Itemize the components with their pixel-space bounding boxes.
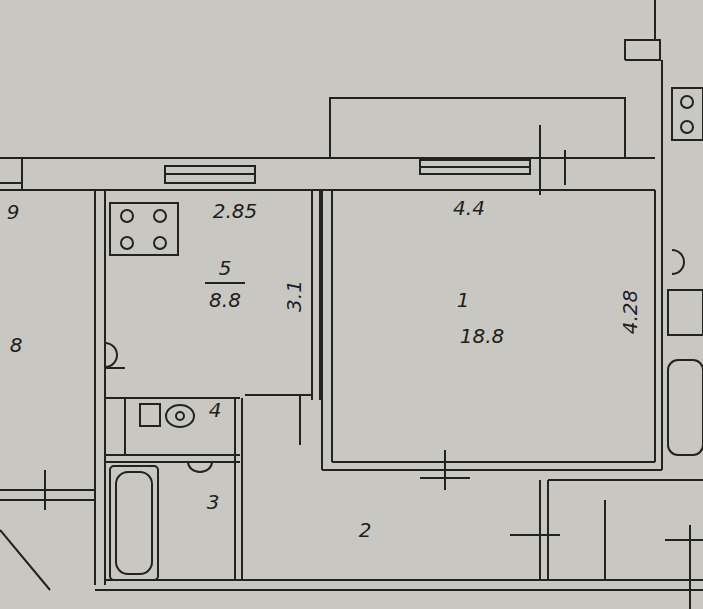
room-number: 1 — [457, 290, 470, 310]
dimension-label: 4.28 — [620, 290, 640, 335]
room-number: 8 — [10, 335, 23, 355]
room-number: 3 — [207, 492, 220, 512]
room-number: 9 — [7, 202, 20, 222]
room-number: 2 — [359, 520, 372, 540]
area-label: 8.8 — [209, 290, 241, 310]
dimension-label: 3.1 — [284, 280, 304, 312]
room-number: 5 — [219, 258, 232, 278]
dimension-label: 4.4 — [453, 198, 485, 218]
room-number: 4 — [209, 400, 222, 420]
area-label: 18.8 — [460, 326, 505, 346]
dimension-label: 2.85 — [213, 201, 258, 221]
